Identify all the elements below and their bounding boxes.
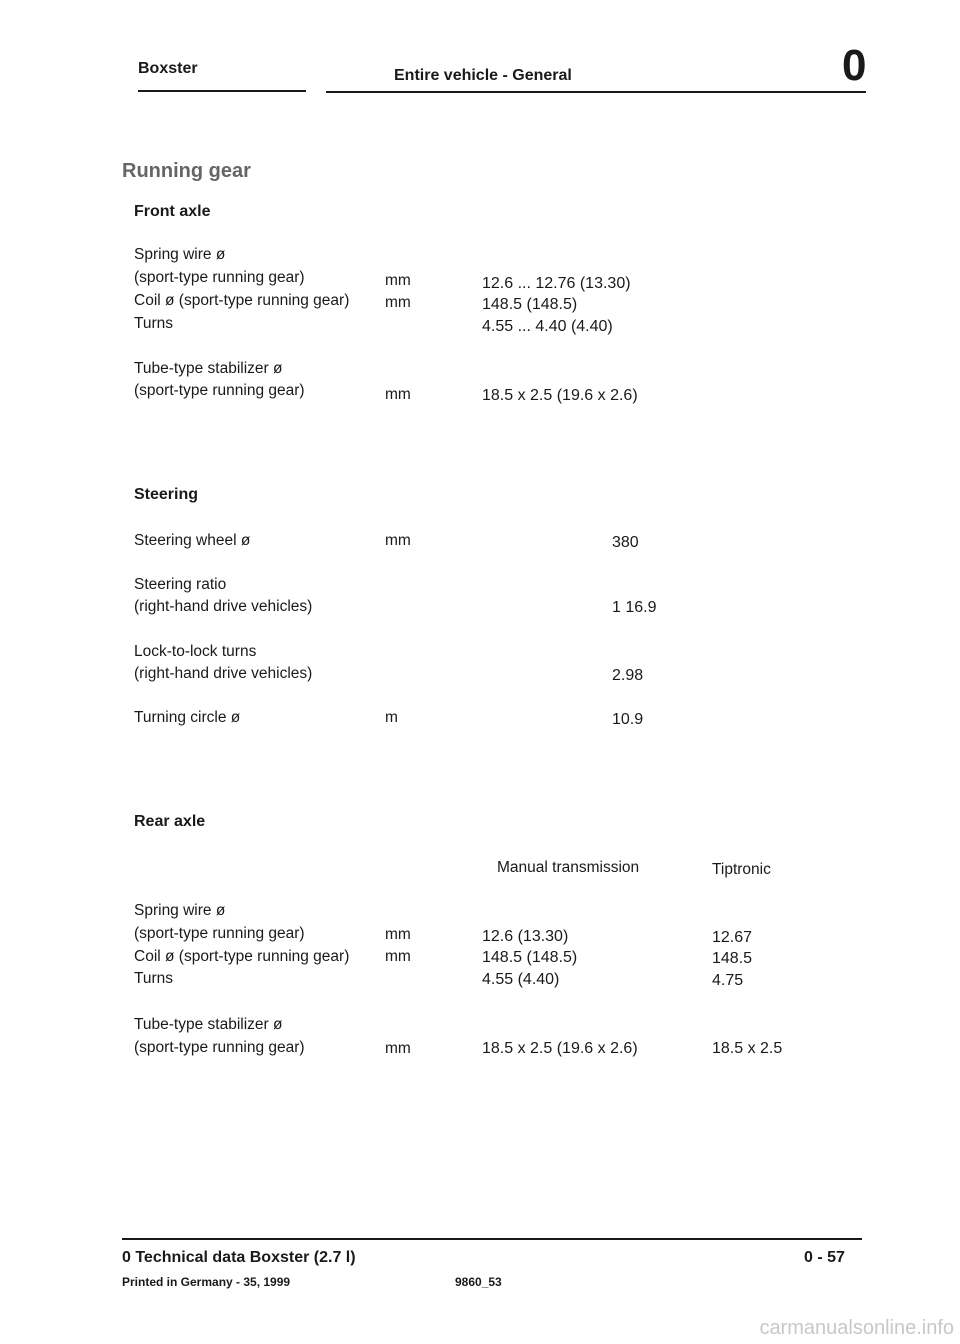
footer-printed: Printed in Germany - 35, 1999 — [122, 1275, 291, 1289]
front-coil-unit: mm — [385, 294, 411, 311]
steering-ratio-value: 1 16.9 — [612, 599, 657, 616]
header-rule-right — [326, 91, 866, 93]
section-title: Running gear — [122, 160, 251, 182]
front-turns-label: Turns — [134, 315, 174, 332]
front-spring-wire-label: Spring wire ø — [134, 246, 226, 263]
lock-to-lock-label: Lock-to-lock turns — [134, 643, 257, 660]
column-header-tiptronic: Tiptronic — [712, 861, 771, 878]
front-coil-value: 148.5 (148.5) — [482, 296, 578, 313]
rear-stabilizer-tiptronic: 18.5 x 2.5 — [712, 1040, 783, 1057]
rear-spring-wire-label: Spring wire ø — [134, 902, 226, 919]
front-stabilizer-label: Tube-type stabilizer ø — [134, 360, 283, 377]
header-rule-left — [138, 90, 306, 92]
front-turns-value: 4.55 ... 4.40 (4.40) — [482, 318, 613, 335]
rear-turns-tiptronic: 4.75 — [712, 972, 744, 989]
header-title: Entire vehicle - General — [394, 67, 572, 84]
rear-stabilizer-unit: mm — [385, 1040, 411, 1057]
front-spring-wire-value: 12.6 ... 12.76 (13.30) — [482, 275, 631, 292]
turning-circle-unit: m — [385, 709, 398, 726]
steering-wheel-label: Steering wheel ø — [134, 532, 251, 549]
rear-turns-manual: 4.55 (4.40) — [482, 971, 560, 988]
rear-spring-wire-unit: mm — [385, 926, 411, 943]
rear-axle-heading: Rear axle — [134, 813, 206, 830]
footer-rule — [122, 1238, 862, 1240]
rear-spring-wire-sublabel: (sport-type running gear) — [134, 925, 305, 942]
header-chapter-number: 0 — [842, 41, 867, 90]
steering-wheel-value: 380 — [612, 534, 639, 551]
front-stabilizer-value: 18.5 x 2.5 (19.6 x 2.6) — [482, 387, 638, 404]
rear-stabilizer-sublabel: (sport-type running gear) — [134, 1039, 305, 1056]
front-stabilizer-unit: mm — [385, 386, 411, 403]
steering-ratio-sublabel: (right-hand drive vehicles) — [134, 598, 313, 615]
lock-to-lock-value: 2.98 — [612, 667, 644, 684]
rear-spring-wire-manual: 12.6 (13.30) — [482, 928, 569, 945]
steering-wheel-unit: mm — [385, 532, 411, 549]
watermark: carmanualsonline.info — [759, 1317, 954, 1339]
footer-title: 0 Technical data Boxster (2.7 l) — [122, 1249, 356, 1266]
rear-coil-label: Coil ø (sport-type running gear) — [134, 948, 350, 965]
rear-coil-unit: mm — [385, 948, 411, 965]
footer-page-number: 0 - 57 — [804, 1249, 845, 1266]
rear-coil-tiptronic: 148.5 — [712, 950, 753, 967]
front-coil-label: Coil ø (sport-type running gear) — [134, 292, 350, 309]
front-spring-wire-sublabel: (sport-type running gear) — [134, 269, 305, 286]
rear-turns-label: Turns — [134, 970, 174, 987]
turning-circle-label: Turning circle ø — [134, 709, 241, 726]
front-spring-wire-unit: mm — [385, 272, 411, 289]
footer-code: 9860_53 — [455, 1275, 502, 1289]
rear-stabilizer-label: Tube-type stabilizer ø — [134, 1016, 283, 1033]
column-header-manual: Manual transmission — [497, 859, 640, 876]
rear-spring-wire-tiptronic: 12.67 — [712, 929, 753, 946]
steering-heading: Steering — [134, 486, 199, 503]
front-stabilizer-sublabel: (sport-type running gear) — [134, 382, 305, 399]
lock-to-lock-sublabel: (right-hand drive vehicles) — [134, 665, 313, 682]
rear-coil-manual: 148.5 (148.5) — [482, 949, 578, 966]
rear-stabilizer-manual: 18.5 x 2.5 (19.6 x 2.6) — [482, 1040, 638, 1057]
steering-ratio-label: Steering ratio — [134, 576, 227, 593]
header-model: Boxster — [138, 60, 198, 77]
turning-circle-value: 10.9 — [612, 711, 644, 728]
front-axle-heading: Front axle — [134, 203, 211, 220]
